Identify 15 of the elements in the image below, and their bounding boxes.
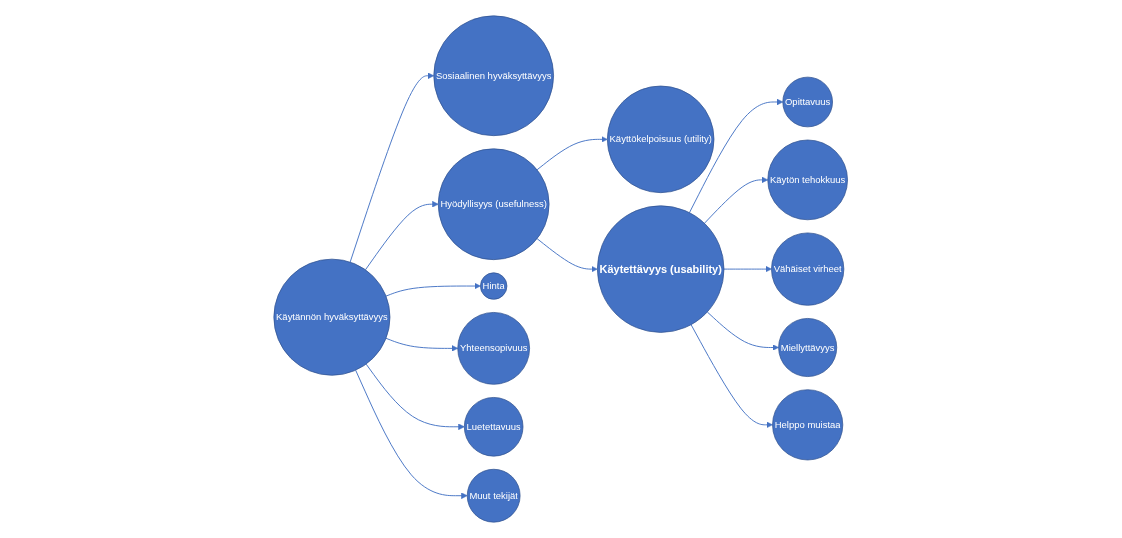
node-circle (778, 318, 838, 377)
node-circle (273, 258, 391, 376)
node-circle (782, 76, 834, 128)
node-circle (464, 397, 524, 457)
node-circle (467, 468, 521, 523)
node-circle (767, 139, 849, 221)
node-circle (772, 389, 844, 461)
node-circle (480, 272, 508, 300)
node-circle (438, 148, 550, 260)
node-circle (457, 312, 531, 385)
node-circle (433, 15, 555, 137)
node-circle (597, 205, 725, 333)
node-circle (607, 85, 715, 194)
node-circle (771, 232, 845, 306)
diagram: Sosiaalinen hyväksyttävyys Käytännön hyväksyttävyys Käyttökelpoisuus (utility) Hyödyllisyys (usefulness) Käytettävyys (usability) Opittavuus Käytön tehokkuus Hinta Vähäiset virheet Yhteensopivuus Miellyttävyys Luetettavuus Helppo muistaa Muut tekijät (268, 10, 854, 528)
